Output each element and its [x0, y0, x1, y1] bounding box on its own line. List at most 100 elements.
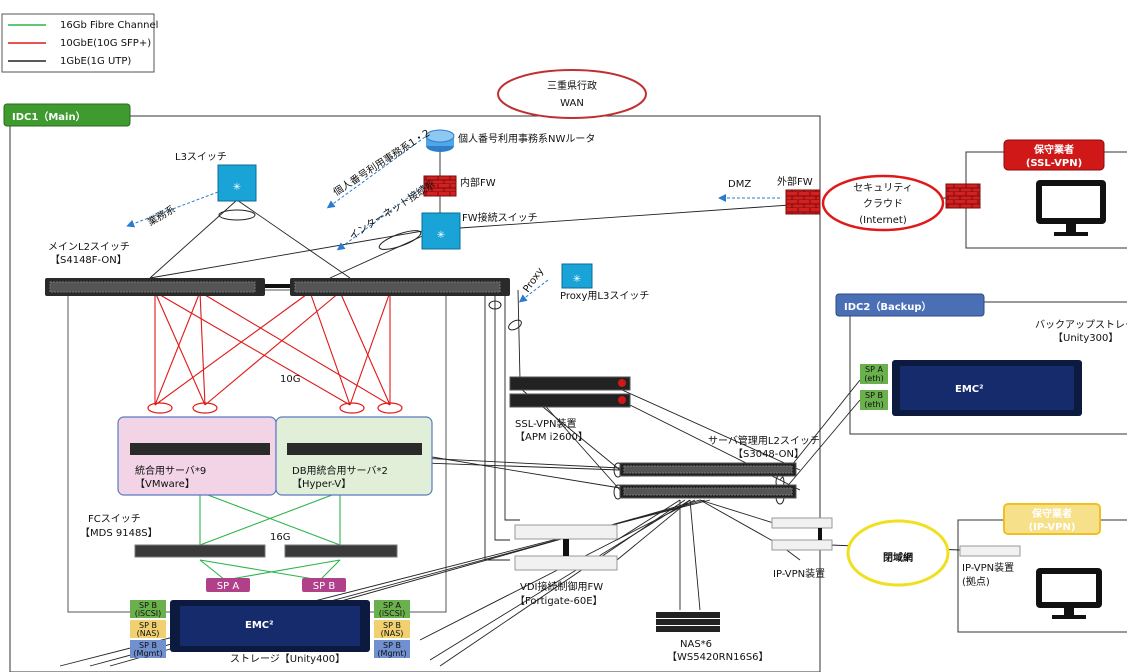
vendor-ip-line2: (IP-VPN) [1029, 522, 1076, 533]
main-l2-switch: メインL2スイッチ 【S4148F-ON】 [45, 241, 510, 296]
nas-label-line2: 【WS5420RN16S6】 [667, 651, 769, 663]
cables-1g [59, 152, 961, 667]
db-server-group: DB用統合用サーバ*2 【Hyper-V】 [275, 416, 433, 496]
red-rings [147, 402, 403, 414]
legend: 16Gb Fibre Channel 10GbE(10G SFP+) 1GbE(… [1, 13, 158, 73]
ssl-vpn-label-line1: SSL-VPN装置 [515, 417, 576, 430]
sp-a-iscsi-l2: (iSCSI) [379, 609, 406, 618]
external-fw: 外部FW [777, 175, 981, 215]
backup-label-line1: バックアップストレージ [1035, 319, 1127, 331]
monitor-icon [1036, 180, 1106, 236]
storage-unity400: EMC² ストレージ【Unity400】 [170, 600, 370, 665]
sp-ports: SP A SP B SP B (iSCSI) SP B (NAS) SP B (… [130, 578, 410, 658]
ssl-vpn-device: SSL-VPN装置 【APM i2600】 [509, 376, 631, 443]
vdi-fw: VDI接続制御用FW 【Fortigate-60E】 [514, 524, 618, 607]
l3-switch: ✳ L3スイッチ [175, 151, 257, 202]
cloud-line1: セキュリティ [853, 182, 912, 194]
dmz-label: DMZ [728, 179, 751, 190]
sp-b-mgmt2-l1: SP B [383, 641, 401, 650]
closed-net-label: 閉域網 [883, 551, 913, 564]
fc-switch: FCスイッチ 【MDS 9148S】 16G [80, 513, 398, 558]
cloud-line3: (Internet) [859, 215, 907, 226]
idc1-title: IDC1（Main） [12, 110, 86, 123]
ipvpn-device-label: IP-VPN装置 [773, 567, 825, 580]
idc2-title: IDC2（Backup） [844, 300, 932, 313]
cloud-line2: クラウド [863, 198, 903, 210]
ipvpn-site-label-line1: IP-VPN装置 [962, 561, 1014, 574]
vendor-ssl-line1: 保守業者 [1033, 143, 1074, 156]
sp-b-nas-l2: (NAS) [137, 629, 160, 638]
sp-b-mgmt-l2: (Mgmt) [133, 649, 162, 658]
srv-l2-label-line2: 【S3048-ON】 [733, 448, 804, 460]
idc1-tab: IDC1（Main） [3, 103, 131, 127]
sp-b-nas2-l1: SP B [383, 621, 401, 630]
wan-line2: WAN [560, 98, 584, 109]
ipvpn-device: IP-VPN装置 [771, 517, 833, 580]
legend-fc-label: 16Gb Fibre Channel [60, 20, 158, 31]
sp-b-mgmt-l1: SP B [139, 641, 157, 650]
db-label-line2: 【Hyper-V】 [292, 478, 351, 490]
svg-text:✳: ✳ [573, 274, 581, 285]
ssl-vpn-label-line2: 【APM i2600】 [515, 431, 588, 443]
idc2-tab: IDC2（Backup） [835, 293, 985, 317]
closed-network: 閉域網 [846, 519, 950, 587]
main-l2-label-line2: 【S4148F-ON】 [50, 254, 127, 266]
integrated-server-group: 統合用サーバ*9 【VMware】 [117, 416, 277, 496]
sp-b-mgmt2-l2: (Mgmt) [377, 649, 406, 658]
l3-switch-label: L3スイッチ [175, 151, 227, 163]
ipvpn-site-label-line2: (拠点) [962, 575, 990, 588]
security-cloud: セキュリティ クラウド (Internet) [821, 174, 945, 232]
sp-b-iscsi-l2: (iSCSI) [135, 609, 162, 618]
integrated-label-line1: 統合用サーバ*9 [135, 464, 206, 477]
sp-a-iscsi-l1: SP A [383, 601, 401, 610]
nw-router-label: 個人番号利用事務系NWルータ [458, 132, 595, 145]
wan-cloud: 三重県行政 WAN [497, 69, 647, 119]
vdi-label-line1: VDI接続制御用FW [520, 580, 603, 593]
storage-label: ストレージ【Unity400】 [230, 653, 345, 665]
main-l2-label-line1: メインL2スイッチ [48, 241, 130, 253]
legend-1g-label: 1GbE(1G UTP) [60, 56, 131, 67]
legend-10g-label: 10GbE(10G SFP+) [60, 38, 151, 49]
fw-switch-label: FW接続スイッチ [462, 211, 538, 224]
fc-label-line1: FCスイッチ [88, 513, 141, 525]
sixteen-g-label: 16G [270, 532, 290, 543]
proxy-l3-switch: ✳ Proxy用L3スイッチ [560, 263, 649, 302]
monitor-icon-site [1036, 568, 1102, 619]
cables-fc [199, 491, 341, 581]
svg-text:✳: ✳ [233, 182, 241, 193]
sp-b-nas2-l2: (NAS) [381, 629, 404, 638]
fw-switch: ✳ FW接続スイッチ [421, 211, 538, 250]
ten-g-label: 10G [280, 374, 300, 385]
sp-b-iscsi-l1: SP B [139, 601, 157, 610]
bk-sp-b-l2: (eth) [864, 400, 883, 409]
vendor-ip-badge: 保守業者 (IP-VPN) [1003, 503, 1101, 535]
vdi-label-line2: 【Fortigate-60E】 [515, 595, 603, 607]
sp-b-nas-l1: SP B [139, 621, 157, 630]
nas-label-line1: NAS*6 [680, 639, 712, 650]
wan-line1: 三重県行政 [547, 79, 597, 92]
bk-sp-a-l1: SP A [865, 365, 883, 374]
vendor-ip-line1: 保守業者 [1031, 507, 1072, 520]
ipvpn-site: IP-VPN装置 (拠点) [959, 545, 1021, 588]
idc2-boundary [849, 301, 1127, 435]
db-label-line1: DB用統合用サーバ*2 [292, 464, 388, 477]
emc-brand-main: EMC² [245, 620, 274, 631]
idc1-boundary [9, 115, 821, 672]
external-fw-label: 外部FW [777, 175, 813, 188]
integrated-label-line2: 【VMware】 [135, 478, 195, 490]
sp-a-top: SP A [217, 581, 240, 592]
backup-storage: EMC² バックアップストレージ 【Unity300】 SP A (eth) S… [860, 319, 1127, 416]
bk-sp-b-l1: SP B [865, 391, 883, 400]
internal-fw-label: 内部FW [460, 176, 496, 189]
vendor-ssl-badge: 保守業者 (SSL-VPN) [1003, 139, 1105, 171]
vendor-ssl-line2: (SSL-VPN) [1026, 158, 1082, 169]
svg-text:✳: ✳ [437, 230, 445, 241]
dashed-arrows [126, 136, 780, 303]
backup-label-line2: 【Unity300】 [1053, 332, 1118, 344]
bk-sp-a-l2: (eth) [864, 374, 883, 383]
emc-brand-backup: EMC² [955, 384, 984, 395]
server-mgmt-l2-switch: サーバ管理用L2スイッチ 【S3048-ON】 [619, 434, 820, 499]
proxy-l3-label: Proxy用L3スイッチ [560, 290, 649, 302]
sp-b-top: SP B [313, 581, 336, 592]
